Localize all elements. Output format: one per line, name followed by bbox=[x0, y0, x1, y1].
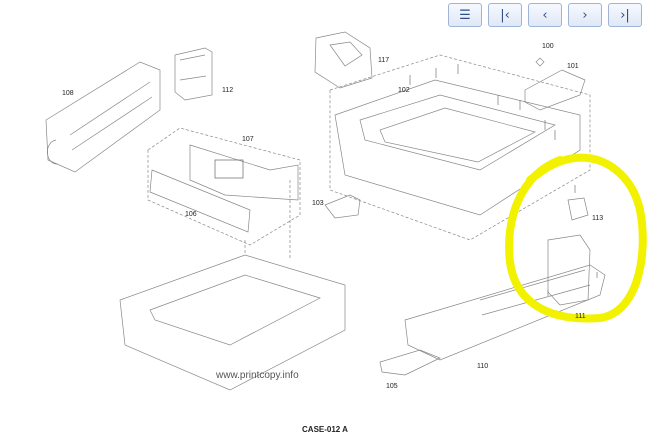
next-page-button[interactable]: › bbox=[568, 3, 602, 27]
part-label-107: 107 bbox=[242, 136, 254, 143]
watermark: www.printcopy.info bbox=[216, 370, 299, 381]
previous-page-button[interactable]: ‹ bbox=[528, 3, 562, 27]
part-100-screw bbox=[535, 57, 545, 67]
last-page-button[interactable]: ›| bbox=[608, 3, 642, 27]
part-label-112: 112 bbox=[222, 87, 233, 94]
part-107-board bbox=[189, 144, 299, 201]
part-117-cover bbox=[314, 31, 373, 89]
part-label-100: 100 bbox=[542, 43, 554, 50]
highlight-circle bbox=[505, 153, 647, 323]
part-108-panel bbox=[45, 61, 161, 173]
part-106-strip bbox=[149, 169, 251, 233]
first-page-button[interactable]: |‹ bbox=[488, 3, 522, 27]
part-label-110: 110 bbox=[477, 363, 488, 370]
chevron-right-icon: › bbox=[582, 7, 588, 23]
part-113-latch bbox=[567, 197, 589, 221]
part-label-102: 102 bbox=[398, 87, 410, 94]
part-label-101: 101 bbox=[567, 63, 579, 70]
part-105-panel bbox=[379, 349, 441, 376]
page-toolbar: ☰ |‹ ‹ › ›| bbox=[448, 3, 642, 27]
part-base-tray bbox=[119, 254, 346, 391]
part-label-113: 113 bbox=[592, 215, 603, 222]
part-103-hinge bbox=[324, 194, 361, 219]
diagram-caption: CASE-012 A bbox=[302, 425, 348, 434]
part-111-module bbox=[547, 234, 591, 306]
menu-button[interactable]: ☰ bbox=[448, 3, 482, 27]
menu-icon: ☰ bbox=[459, 7, 471, 23]
part-label-106: 106 bbox=[185, 211, 197, 218]
last-page-icon: ›| bbox=[620, 7, 630, 23]
part-102-scanner-frame bbox=[334, 79, 581, 216]
part-110-front-panel bbox=[404, 264, 606, 361]
chevron-left-icon: ‹ bbox=[542, 7, 548, 23]
part-label-111: 111 bbox=[575, 313, 586, 320]
part-101-plate bbox=[524, 69, 586, 111]
first-page-icon: |‹ bbox=[500, 7, 510, 23]
part-label-108: 108 bbox=[62, 90, 74, 97]
part-label-117: 117 bbox=[378, 57, 389, 64]
part-label-103: 103 bbox=[312, 200, 324, 207]
part-label-105: 105 bbox=[386, 383, 398, 390]
part-labels: 100 101 102 103 105 106 107 108 110 111 … bbox=[62, 43, 603, 390]
part-112-bracket bbox=[174, 47, 213, 101]
